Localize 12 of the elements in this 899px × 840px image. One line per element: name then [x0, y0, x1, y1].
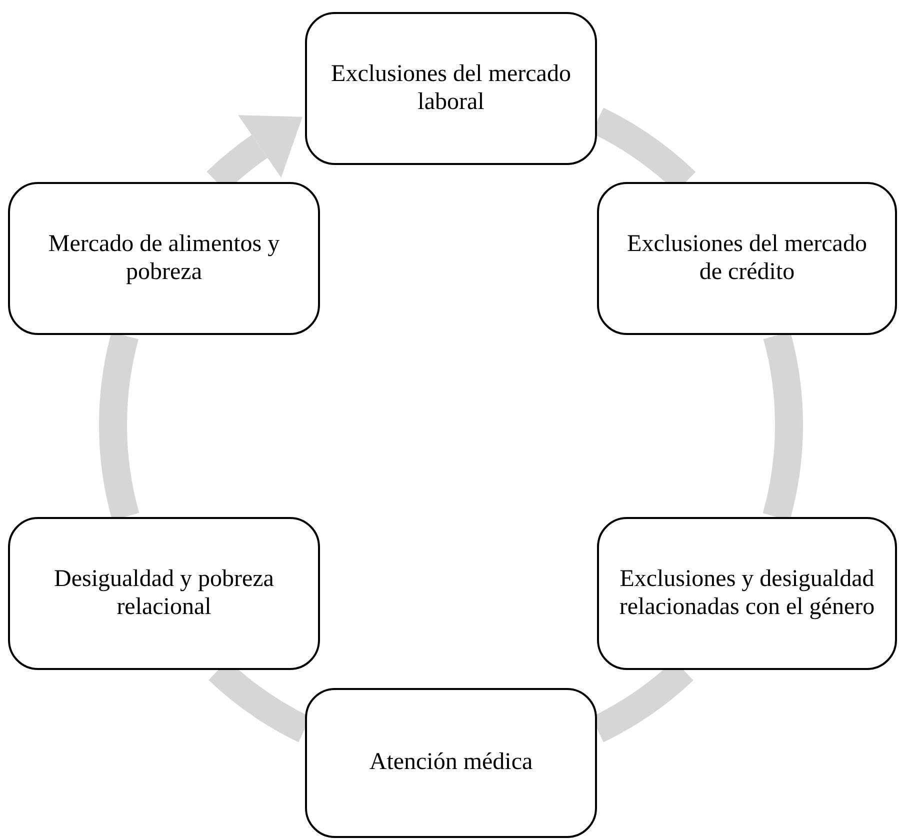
process-box	[305, 12, 597, 165]
box-text: Atención médica	[369, 749, 533, 777]
process-box	[8, 517, 320, 670]
process-box	[597, 182, 897, 335]
box-text: Exclusiones del mercado laboral	[330, 60, 572, 116]
box-text: Exclusiones y desigualdad relacionadas con el género	[618, 566, 876, 622]
box-text: Desigualdad y pobreza relacional	[53, 566, 275, 622]
process-box	[8, 182, 320, 335]
box-text: Mercado de alimentos y pobreza	[47, 230, 281, 286]
process-box	[305, 688, 597, 838]
box-text: Exclusiones del mercado de crédito	[626, 230, 868, 286]
process-box	[597, 517, 897, 670]
